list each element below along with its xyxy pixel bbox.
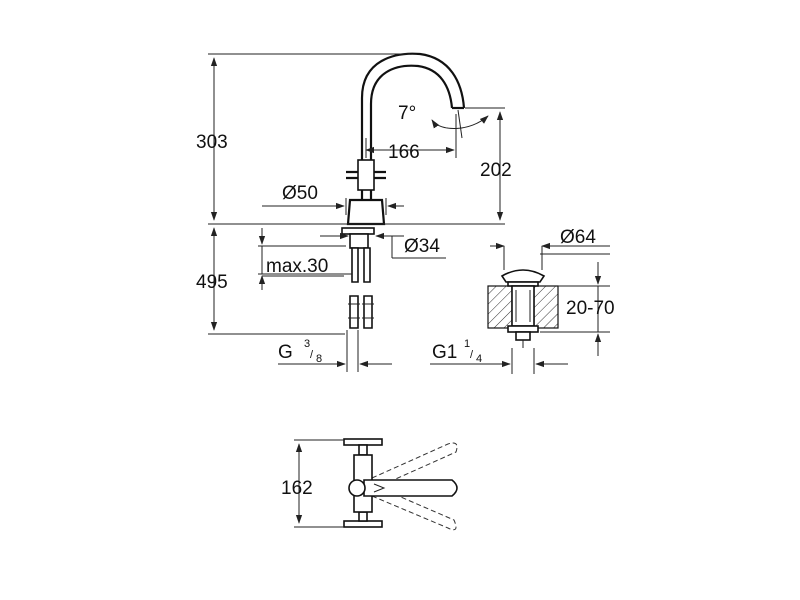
dim-thread-g114-slash: / — [470, 349, 474, 361]
dim-162: 162 — [281, 478, 313, 499]
dim-166: 166 — [388, 142, 420, 163]
dim-202: 202 — [480, 160, 512, 181]
dim-range-20-70: 20-70 — [566, 298, 615, 319]
dim-thread-g38-denominator: 8 — [316, 353, 322, 365]
dim-dia-64: Ø64 — [560, 227, 596, 248]
faucet-side-view — [330, 52, 466, 372]
pop-up-waste-view — [487, 269, 559, 374]
dim-thread-g114-numerator: 1 — [464, 338, 470, 350]
angle-arc-7 — [431, 115, 489, 130]
dim-thread-g38: G — [278, 342, 293, 363]
extension-lines — [208, 53, 505, 372]
dim-thread-g114-denominator: 4 — [476, 353, 482, 365]
dim-thread-g38-numerator: 3 — [304, 338, 310, 350]
dim-303: 303 — [196, 132, 228, 153]
dim-thread-g114: G1 — [432, 342, 457, 363]
dim-dia-34: Ø34 — [404, 236, 440, 257]
faucet-top-view — [343, 438, 458, 531]
dim-dia-50: Ø50 — [282, 183, 318, 204]
dim-max-30: max.30 — [266, 256, 328, 277]
dim-495: 495 — [196, 272, 228, 293]
dim-angle-7: 7° — [398, 103, 416, 124]
dim-thread-g38-slash: / — [310, 349, 314, 361]
